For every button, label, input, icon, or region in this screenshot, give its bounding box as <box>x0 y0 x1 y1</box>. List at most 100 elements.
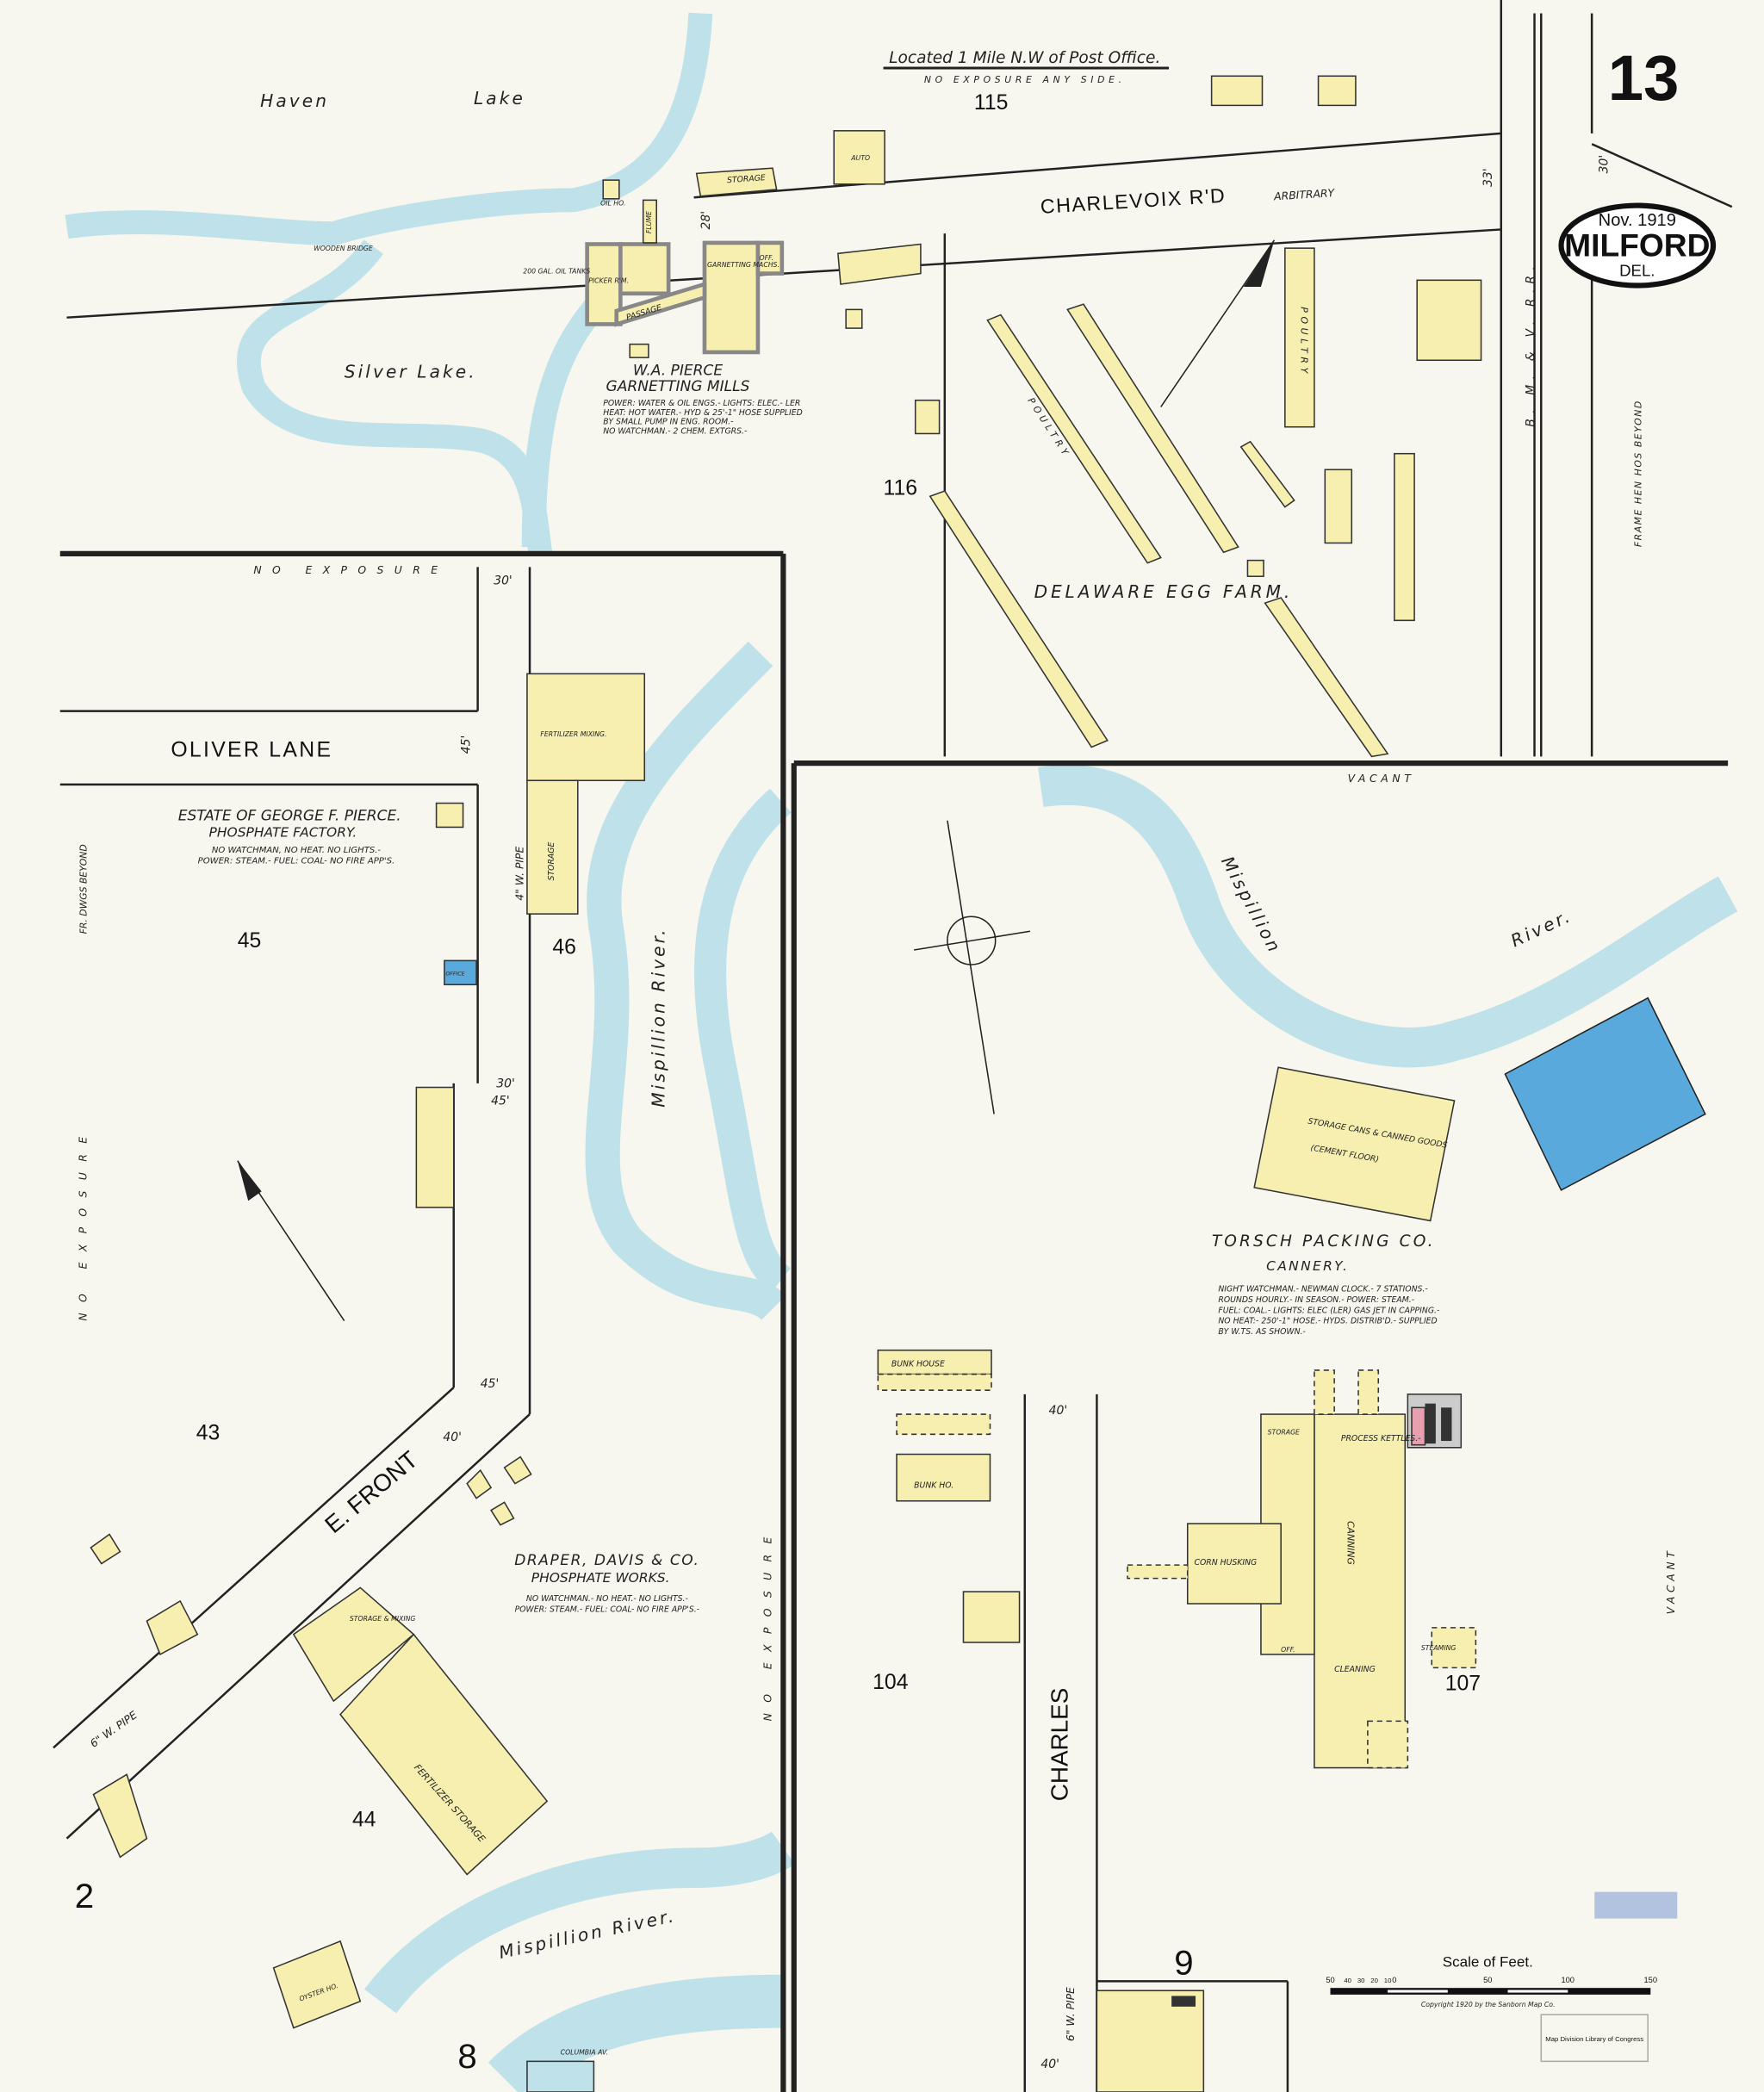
map-label: GARNETTING MACHS. <box>707 261 780 269</box>
map-label: BUNK HOUSE <box>891 1359 945 1369</box>
map-label: ROUNDS HOURLY.- IN SEASON.- POWER: STEAM… <box>1218 1295 1414 1305</box>
map-label: 40' <box>443 1431 462 1444</box>
map-label: 115 <box>974 91 1008 115</box>
scale-tick-label: 30 <box>1357 1977 1365 1984</box>
map-label: CANNERY. <box>1266 1258 1349 1274</box>
exposure-left: NO EXPOSURE <box>77 1127 90 1321</box>
map-label: NO WATCHMAN.- NO HEAT.- NO LIGHTS.- <box>526 1594 689 1604</box>
map-label: PROCESS KETTLES.- <box>1341 1434 1421 1443</box>
frame-beyond-label: FRAME HEN HOS BEYOND <box>1632 400 1643 547</box>
map-label: CANNING <box>1345 1521 1357 1565</box>
vacant-label: VACANT <box>1348 772 1415 785</box>
phosphate-factory-label: ESTATE OF GEORGE F. PIERCE. PHOSPHATE FA… <box>178 730 607 977</box>
map-label: NO HEAT:- 250'-1" HOSE.- HYDS. DISTRIB'D… <box>1218 1317 1437 1326</box>
ink-stamp <box>1594 1891 1678 1919</box>
scale-tick-label: 50 <box>1326 1976 1334 1984</box>
water-pipe-label-3: 6" W. PIPE <box>1064 1987 1077 2041</box>
arbitrary-label: ARBITRARY <box>1273 186 1336 202</box>
map-label: AUTO <box>850 154 870 162</box>
scale-tick-label: 100 <box>1561 1976 1574 1984</box>
map-label: CORN HUSKING <box>1194 1558 1257 1567</box>
map-label: 107 <box>1445 1673 1481 1696</box>
map-label: FUEL: COAL.- LIGHTS: ELEC (LER) GAS JET … <box>1218 1306 1440 1315</box>
map-label: COLUMBIA AV. <box>561 2049 608 2057</box>
mispillion-river-south <box>363 1831 795 2014</box>
map-label: W.A. PIERCE <box>633 362 723 379</box>
map-label: 8 <box>457 2037 476 2076</box>
map-label: 104 <box>873 1671 909 1694</box>
map-label: STORAGE <box>1268 1428 1300 1436</box>
map-label: 28' <box>699 211 713 230</box>
map-label: POWER: STEAM.- FUEL: COAL- NO FIRE APP'S… <box>198 856 395 866</box>
map-label: STORAGE & MIXING <box>350 1615 416 1623</box>
map-label: BUNK HO. <box>914 1481 953 1490</box>
map-label: PHOSPHATE FACTORY. <box>209 824 357 840</box>
map-label: NO WATCHMAN.- 2 CHEM. EXTGRS.- <box>603 426 748 436</box>
vacant-label-2: VACANT <box>1664 1548 1677 1615</box>
map-label: 40' <box>1040 2058 1059 2071</box>
map-label: 45 <box>238 929 262 953</box>
railroad-label: B. M. & V. R.R. <box>1525 261 1538 427</box>
map-label: PHOSPHATE WORKS. <box>531 1570 670 1586</box>
exposure-top: NO EXPOSURE <box>253 563 448 576</box>
street-charles: CHARLES <box>1046 1688 1072 1802</box>
map-label: ESTATE OF GEORGE F. PIERCE. <box>178 808 401 825</box>
map-label: 46 <box>552 936 576 959</box>
map-label: OFF. <box>1281 1646 1295 1654</box>
map-label: DRAPER, DAVIS & CO. <box>514 1552 699 1569</box>
map-label: 200 GAL. OIL TANKS <box>523 268 590 276</box>
mispillion-river-middle <box>585 641 786 1321</box>
map-label: HEAT: HOT WATER.- HYD & 25'-1" HOSE SUPP… <box>603 408 802 418</box>
fr-dwgs-label: FR. DWGS BEYOND <box>78 844 90 934</box>
mispillion-river-east <box>1038 765 1738 1068</box>
copyright: Copyright 1920 by the Sanborn Map Co. <box>1421 2001 1556 2008</box>
fireproof-warehouse <box>1504 996 1706 1191</box>
block-numbers: 115 116 45 46 43 44 104 107 8 9 2 <box>75 91 1481 2076</box>
map-label: 116 <box>884 477 917 500</box>
water-pipe-label: 4" W. PIPE <box>512 846 525 900</box>
map-label: 45' <box>481 1377 500 1391</box>
scale-tick-label: 150 <box>1644 1976 1657 1984</box>
map-label: NO WATCHMAN, NO HEAT. NO LIGHTS.- <box>212 846 382 855</box>
exposure-note: NO EXPOSURE ANY SIDE. <box>924 74 1126 85</box>
map-label: 30' <box>1598 155 1612 174</box>
map-label: 30' <box>494 574 512 588</box>
map-label: STEAMING <box>1421 1644 1457 1652</box>
egg-farm-label: DELAWARE EGG FARM. <box>1034 581 1294 602</box>
scale-tick-label: 10 <box>1384 1977 1392 1984</box>
map-label: 40' <box>1049 1404 1068 1418</box>
garnetting-machs-building <box>702 240 761 355</box>
compass-rose-icon <box>947 916 997 965</box>
map-label: BY SMALL PUMP IN ENG. ROOM.- <box>603 418 734 427</box>
haven-lake-label: Haven <box>260 90 329 111</box>
north-arrows <box>237 239 1276 1322</box>
river-label-1: Mispillion River. <box>648 927 668 1107</box>
map-label: TORSCH PACKING CO. <box>1212 1232 1436 1251</box>
street-widths: 30' 33' 28' 30' 45' 30' 45' 45' 40' 40' … <box>443 155 1611 2071</box>
map-label: OFFICE <box>445 971 464 977</box>
scale-tick-label: 40 <box>1344 1977 1351 1984</box>
map-label: FERTILIZER MIXING. <box>540 730 606 738</box>
street-charlevoix: CHARLEVOIX R'D <box>1040 184 1227 218</box>
library-stamp <box>1540 2014 1649 2063</box>
scale-tick-label: 50 <box>1483 1976 1492 1984</box>
map-label: CLEANING <box>1334 1665 1376 1674</box>
map-label: 45' <box>491 1095 510 1108</box>
water-features <box>65 12 1738 2092</box>
map-label: 43 <box>196 1421 220 1444</box>
sheet-date: Nov. 1919 <box>1599 211 1676 230</box>
town-cartouche <box>1558 202 1717 289</box>
map-label: PICKER R'M. <box>588 276 629 284</box>
scale-tick-label: 0 <box>1392 1976 1396 1984</box>
map-label: STORAGE <box>547 842 556 881</box>
map-label: 9 <box>1174 1944 1193 1983</box>
map-label: FLUME <box>645 211 653 233</box>
map-label: OIL HO. <box>600 200 625 208</box>
library-stamp-text: Map Division Library of Congress <box>1545 2035 1643 2043</box>
map-label: GARNETTING MILLS <box>606 378 750 395</box>
water-pipe-label-2: 6" W. PIPE <box>88 1708 140 1750</box>
exposure-middle: NO EXPOSURE <box>761 1526 773 1721</box>
haven-lake-label-2: Lake <box>474 88 525 109</box>
